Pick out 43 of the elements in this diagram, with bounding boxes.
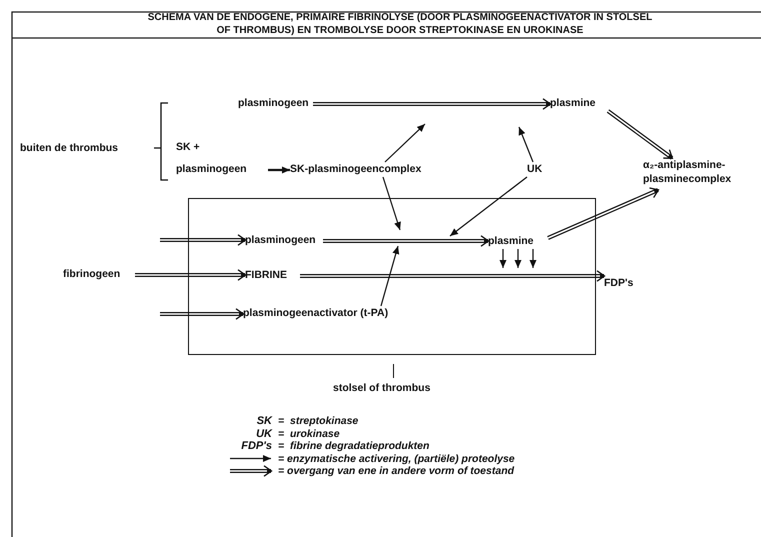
arrow (500, 249, 506, 268)
definition: streptokinase (290, 415, 358, 427)
term-label: UK (527, 162, 549, 177)
arrow (382, 176, 401, 230)
double-arrow (300, 270, 606, 282)
legend-text: = overgang van ene in andere vorm of toestand (278, 465, 514, 477)
double-arrow (606, 109, 674, 160)
equals-sign: = (278, 440, 284, 452)
term-label: plasminogeenactivator (t-PA) (243, 306, 391, 321)
term-label: plasminogeen (238, 96, 313, 111)
arrow (384, 124, 426, 162)
term-label: FIBRINE (245, 268, 300, 283)
title: SCHEMA VAN DE ENDOGENE, PRIMAIRE FIBRINOLYSE (DOOR PLASMINOGEENACTIVATOR IN STOLSEL OF THROMBUS) EN TROMBOLYSE DOOR STREPTOKINASE EN UROKINASE (146, 11, 654, 37)
double-arrow (547, 187, 660, 240)
definition: fibrine degradatieprodukten (290, 440, 430, 452)
equals-sign: = (278, 428, 284, 440)
region-caption: buiten de thrombus (20, 141, 118, 156)
double-arrow (135, 269, 246, 281)
term-label: plasmine (550, 96, 608, 111)
arrow (380, 246, 400, 306)
reactant-label: SK + plasminogeen (176, 136, 268, 178)
arrow (518, 126, 534, 162)
term-label: plasmine (488, 234, 548, 249)
double-arrow (313, 98, 552, 110)
arrow (530, 249, 536, 268)
double-arrow (323, 235, 490, 247)
arrow (268, 166, 290, 174)
arrow (450, 176, 528, 236)
term-label: SK-plasminogeencomplex (290, 162, 448, 177)
definition: urokinase (290, 428, 340, 440)
region-label: stolsel of thrombus (333, 381, 430, 396)
double-arrow (160, 234, 246, 246)
term-label: fibrinogeen (63, 267, 135, 282)
double-arrow (160, 308, 244, 320)
legend-text: = enzymatische activering, (partiële) proteolyse (278, 452, 515, 464)
term-label: plasminogeen (245, 233, 323, 248)
arrow (514, 249, 522, 268)
complex-label: α₂-antiplasmine- plasminecomplex (643, 158, 761, 190)
abbreviation: SK (256, 415, 272, 427)
abbreviation: FDP's (241, 440, 272, 452)
equals-sign: = (278, 415, 284, 427)
abbreviation: UK (256, 428, 272, 440)
term-label: FDP's (604, 276, 646, 291)
